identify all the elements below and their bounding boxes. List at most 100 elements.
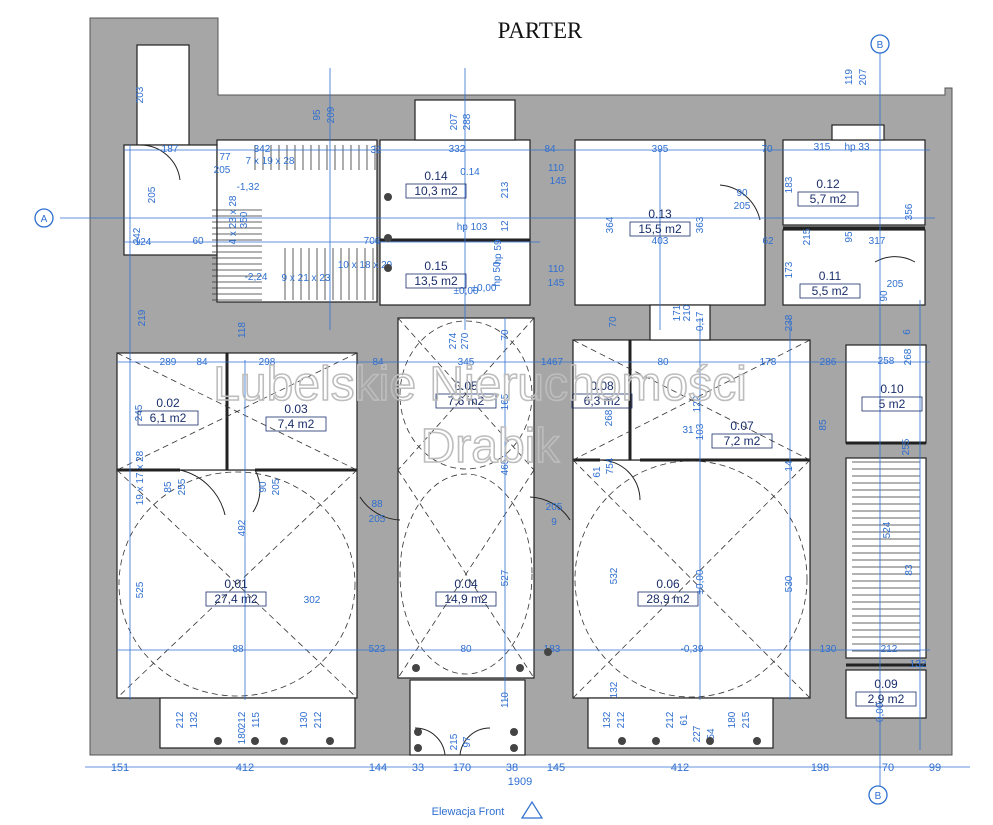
dimension-label: 61 (592, 466, 603, 478)
room-area: 5 m2 (879, 397, 906, 411)
dimension-label: 527 (500, 569, 511, 586)
room-0-08 (572, 339, 631, 461)
stairs (212, 145, 920, 652)
dimension-bottom: 1909 (508, 776, 532, 788)
room-area: 10,3 m2 (414, 184, 458, 198)
room-number: 0.08 (590, 379, 614, 393)
dimension-label: 274 (448, 332, 459, 349)
dimension-bottom: 145 (547, 762, 565, 774)
dimension-label: ±0,00 (695, 569, 706, 594)
joint-marker (652, 737, 660, 745)
dimension-label: 32 (370, 145, 382, 156)
dimension-label: 205 (214, 165, 231, 176)
joint-marker (544, 648, 552, 656)
room-interiors (116, 44, 927, 756)
dimension-label: 110 (500, 692, 511, 708)
dimension-label: 205 (271, 478, 282, 495)
section-marker-a-label: A (41, 214, 48, 225)
joint-marker (618, 737, 626, 745)
room-number: 0.13 (648, 207, 672, 221)
joint-marker (412, 664, 420, 672)
room-area: 27,4 m2 (214, 592, 258, 606)
joint-marker (384, 193, 392, 201)
dimension-label: ±0,00 (454, 286, 479, 297)
dimension-label: 255 (901, 438, 912, 455)
room-label: 0.115,5 m2 (799, 269, 861, 299)
dimension-label: 62 (762, 236, 774, 247)
room-label: 0.026,1 m2 (137, 396, 199, 426)
joint-marker (414, 744, 422, 752)
dimension-label: 212 (237, 711, 248, 728)
room-0-09 (845, 669, 927, 719)
dimension-label: 80 (657, 357, 669, 368)
section-marker-b-top-label: B (877, 40, 884, 51)
dimension-label: 205 (369, 514, 386, 525)
dimension-label: 356 (904, 203, 915, 220)
dimension-label: hp 50 (492, 261, 503, 286)
room-area: 5,5 m2 (812, 284, 849, 298)
dimension-label: 85 (163, 481, 174, 493)
dimension-label: 298 (259, 357, 276, 368)
dimension-lines (60, 50, 970, 790)
section-marker-b-bottom: B (868, 785, 888, 805)
joint-marker (214, 737, 222, 745)
joint-marker (280, 737, 288, 745)
room-label: 0.086,3 m2 (571, 379, 633, 409)
door-swings (139, 144, 916, 756)
room-area-box (855, 691, 917, 707)
section-marker-a: A (34, 208, 54, 228)
dimension-label: 84 (372, 357, 384, 368)
dimension-label: 288 (462, 113, 473, 130)
room-number: 0.10 (880, 382, 904, 396)
dimension-label: 524 (882, 521, 893, 538)
room-area-box (405, 273, 467, 289)
dimension-label: 207 (858, 68, 869, 85)
dimension-label: 268 (604, 409, 615, 426)
dimension-label: -1,32 (237, 182, 260, 193)
dimension-label: 31 (682, 425, 694, 436)
dimension-label: 332 (449, 144, 466, 155)
dimension-label: 110 (548, 163, 564, 174)
dimension-bottom: 99 (929, 762, 941, 774)
joint-marker (510, 728, 518, 736)
dimension-label: 212 (175, 711, 186, 728)
dimension-label: 132 (910, 659, 927, 670)
dimension-label: 209 (326, 106, 337, 123)
room-stair-right (845, 457, 927, 659)
dimension-label: 317 (869, 236, 886, 247)
dimension-label: 525 (135, 581, 146, 598)
joint-marker (251, 737, 259, 745)
dimension-label: 10 x 18 x 29 (338, 260, 393, 271)
room-area: 13,5 m2 (414, 274, 458, 288)
room-number: 0.05 (454, 379, 478, 393)
dimension-label: 165 (500, 393, 511, 410)
dimension-bottom: 33 (412, 762, 424, 774)
dimension-label: 212 (881, 644, 898, 655)
dimension-bottom: 198 (811, 762, 829, 774)
room-area: 14,9 m2 (444, 592, 488, 606)
room-area: 7,4 m2 (278, 417, 315, 431)
watermark-line1: Lubelskie Nieruchomości (213, 358, 747, 411)
dimension-label: 95 (312, 109, 323, 121)
joint-marker (414, 728, 422, 736)
dimension-label: 342 (254, 144, 271, 155)
dimension-label: -2,24 (245, 272, 268, 283)
room-number: 0.11 (819, 269, 842, 283)
room-label: 0.077,2 m2 (711, 419, 773, 449)
room-area: 7,2 m2 (724, 434, 761, 448)
dimension-label: 7 x 19 x 28 (246, 156, 295, 167)
joint-marker (753, 737, 761, 745)
room-entry-hall (123, 144, 218, 256)
dimension-label: 90 (879, 290, 890, 302)
section-marker-b-bottom-label: B (875, 791, 882, 802)
dimension-label: 173 (784, 261, 795, 278)
dimension-label: 212 (313, 711, 324, 728)
dimension-label: 1467 (541, 357, 564, 368)
room-stair-top (216, 139, 378, 303)
dimension-label: 268 (903, 348, 914, 365)
dimension-label: 203 (135, 86, 146, 103)
room-area-box (435, 591, 497, 607)
